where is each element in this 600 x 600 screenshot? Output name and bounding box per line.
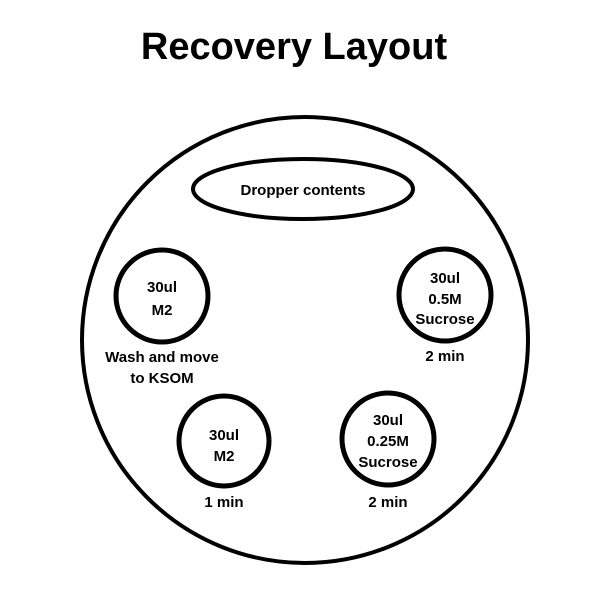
drop-label-line: 30ul xyxy=(430,270,460,287)
drop-circle xyxy=(113,247,211,345)
drop-caption-line: to KSOM xyxy=(130,370,193,387)
dropper-ellipse xyxy=(191,157,415,221)
drop-label-line: 30ul xyxy=(209,427,239,444)
drop-caption-line: Wash and move xyxy=(105,349,219,366)
drop-sucrose-0-5m: 30ul 0.5M Sucrose 2 min xyxy=(396,246,494,365)
drop-circle xyxy=(339,390,437,488)
drop-label-line: M2 xyxy=(152,302,173,319)
drop-label-line: M2 xyxy=(214,448,235,465)
drop-sucrose-0-25m: 30ul 0.25M Sucrose 2 min xyxy=(339,390,437,511)
drop-label-line: 0.25M xyxy=(367,433,409,450)
drop-m2-wash: 30ul M2 Wash and move to KSOM xyxy=(105,247,219,387)
dropper-label: Dropper contents xyxy=(240,182,365,199)
drop-label-line: Sucrose xyxy=(415,311,474,328)
drop-caption-line: 1 min xyxy=(204,494,243,511)
drop-caption-line: 2 min xyxy=(425,348,464,365)
drop-circle xyxy=(176,393,272,489)
drop-label-line: 0.5M xyxy=(428,291,461,308)
drop-circle xyxy=(396,246,494,344)
drop-label-line: Sucrose xyxy=(358,454,417,471)
drop-caption-line: 2 min xyxy=(368,494,407,511)
page-title: Recovery Layout xyxy=(141,26,448,68)
drop-label-line: 30ul xyxy=(147,279,177,296)
drop-m2-1min: 30ul M2 1 min xyxy=(176,393,272,511)
drop-label-line: 30ul xyxy=(373,412,403,429)
